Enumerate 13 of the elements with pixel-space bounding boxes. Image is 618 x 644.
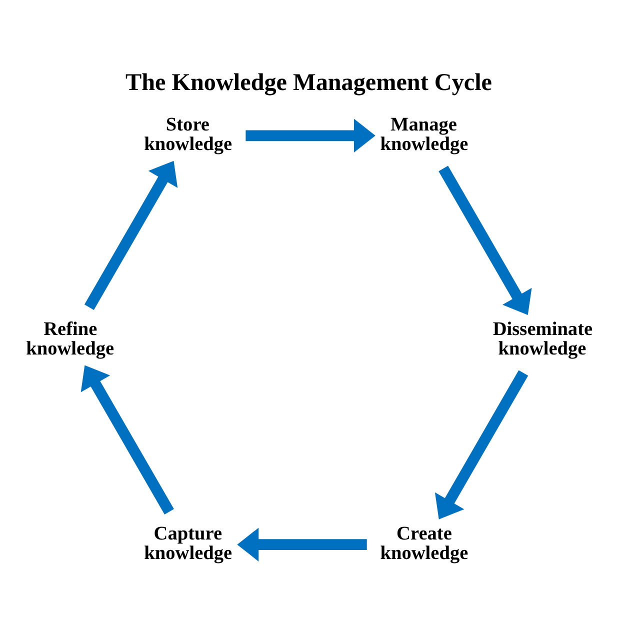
- node-text: Refine knowledge: [26, 319, 114, 360]
- arrow: [237, 528, 367, 562]
- node-text: Store knowledge: [144, 114, 232, 155]
- node-text: Capture knowledge: [144, 524, 232, 564]
- arrow: [246, 118, 376, 153]
- node-text: Manage knowledge: [380, 114, 468, 155]
- diagram-title: The Knowledge Management Cycle: [126, 68, 492, 96]
- arrow: [434, 370, 528, 520]
- node-text: Disseminate knowledge: [492, 319, 593, 360]
- arrow: [80, 365, 174, 514]
- node-text: Create knowledge: [380, 524, 468, 564]
- arrow: [84, 160, 178, 310]
- arrow: [438, 166, 532, 315]
